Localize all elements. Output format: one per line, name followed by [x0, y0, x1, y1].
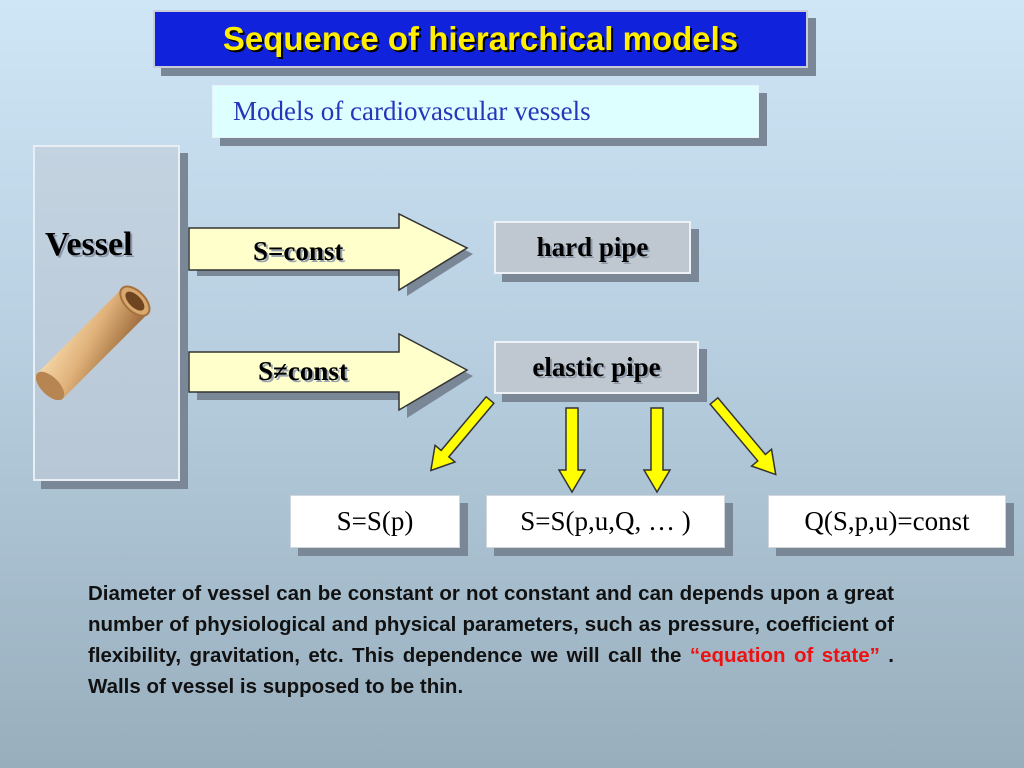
description-text: Diameter of vessel can be constant or no… — [88, 578, 894, 702]
subtitle-banner: Models of cardiovascular vessels — [212, 85, 759, 138]
arrow-label-s-not-const: S≠const — [258, 356, 348, 386]
elastic-pipe-box: elastic pipe — [494, 341, 699, 394]
pipe-icon — [36, 285, 151, 400]
arrow-label-s-const: S=const — [253, 236, 344, 266]
description-part-1: Diameter of vessel can be constant or no… — [88, 582, 894, 667]
elastic-pipe-label: elastic pipe — [532, 352, 661, 382]
equation-box-3: Q(S,p,u)=const — [768, 495, 1006, 548]
arrow-down-right — [709, 396, 777, 476]
hard-pipe-box: hard pipe — [494, 221, 691, 274]
hard-pipe-label: hard pipe — [536, 232, 649, 262]
equation-3: Q(S,p,u)=const — [804, 506, 970, 536]
description-part-2: . Walls of vessel is supposed to be thin… — [88, 644, 894, 698]
vessel-label: Vessel — [45, 226, 133, 263]
equation-of-state-highlight: “equation of state” — [689, 644, 880, 667]
arrow-down-2 — [642, 407, 672, 494]
equation-2: S=S(p,u,Q, … ) — [520, 506, 691, 536]
arrow-down-1 — [557, 407, 587, 494]
arrow-s-const — [188, 212, 473, 296]
equation-box-1: S=S(p) — [290, 495, 460, 548]
equation-box-2: S=S(p,u,Q, … ) — [486, 495, 725, 548]
title-banner: Sequence of hierarchical models — [153, 10, 808, 68]
page-title: Sequence of hierarchical models — [222, 20, 739, 57]
yellow-arrows — [429, 395, 777, 494]
page-subtitle: Models of cardiovascular vessels — [233, 96, 591, 126]
arrow-down-left — [429, 395, 495, 472]
arrow-s-not-const — [188, 332, 473, 418]
equation-1: S=S(p) — [336, 506, 414, 536]
